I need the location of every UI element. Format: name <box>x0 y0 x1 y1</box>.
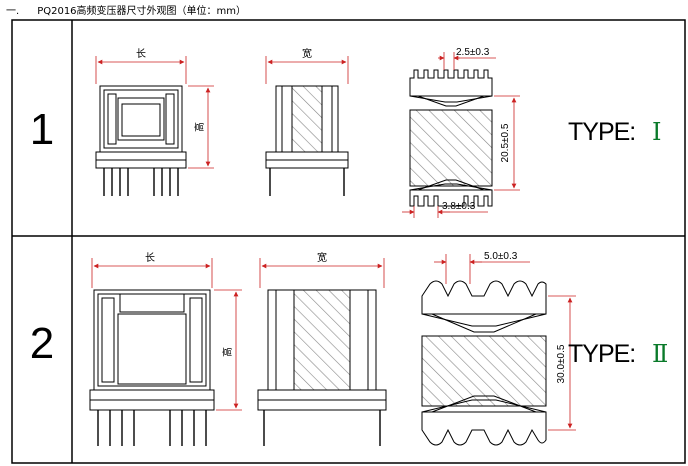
heading-number: 一. <box>6 6 20 17</box>
width-dimension-2 <box>259 258 385 288</box>
row-1: 1 长 高 <box>30 47 661 218</box>
width-label: 宽 <box>302 47 312 60</box>
height-label: 高 <box>221 347 234 357</box>
row-number: 1 <box>30 105 54 154</box>
dim-left-2: 30.0±0.5 <box>556 344 567 383</box>
length-label: 长 <box>145 252 155 264</box>
length-dimension-1 <box>95 56 187 84</box>
type-label-2: TYPE: <box>568 340 635 368</box>
bottom-view-1 <box>409 69 493 207</box>
table-frame <box>11 19 686 464</box>
type-label-1: TYPE: <box>568 118 635 146</box>
dim-top-2: 5.0±0.3 <box>484 251 518 262</box>
heading-title: PQ2016高频变压器尺寸外观图（单位：mm） <box>37 6 247 17</box>
height-dimension-1 <box>188 85 214 169</box>
dim-bottom-1: 3.8±0.3 <box>442 201 476 212</box>
dim-top-1: 2.5±0.3 <box>456 47 490 58</box>
bottom-dimensions-2 <box>434 254 576 431</box>
length-dimension-2 <box>91 258 213 288</box>
bottom-view-2 <box>421 280 547 446</box>
type-numeral-2: Ⅱ <box>652 340 668 368</box>
width-dimension-1 <box>265 56 349 84</box>
row-number: 2 <box>30 319 54 368</box>
bottom-dimensions-1 <box>402 52 520 218</box>
height-label: 高 <box>193 122 206 132</box>
length-view-2 <box>89 289 215 446</box>
type-numeral-1: Ⅰ <box>652 118 661 146</box>
length-view-1 <box>95 85 187 196</box>
length-label: 长 <box>136 48 146 60</box>
width-view-2 <box>257 289 387 446</box>
height-dimension-2 <box>214 289 242 411</box>
width-label: 宽 <box>317 251 327 264</box>
row-2: 2 长 高 <box>30 251 668 446</box>
page-heading: 一. PQ2016高频变压器尺寸外观图（单位：mm） <box>6 2 246 17</box>
width-view-1 <box>265 85 349 196</box>
dim-right-1: 20.5±0.5 <box>500 123 511 162</box>
